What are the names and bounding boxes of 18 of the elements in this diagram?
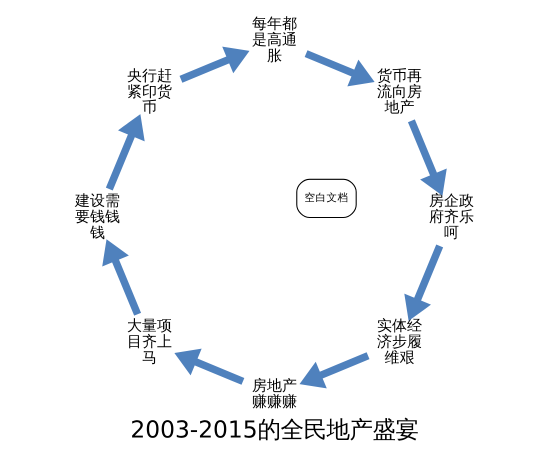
node-text: 建设需要钱钱钱 [75, 192, 120, 242]
arrow [304, 50, 375, 86]
node-text: 实体经济步履维艰 [377, 316, 422, 366]
arrow [300, 352, 370, 388]
node-text: 房地产赚赚赚 [252, 376, 297, 410]
label: 空白文档 [304, 192, 348, 204]
arrow [404, 244, 444, 321]
node-text: 大量项目齐上马 [126, 316, 172, 366]
node-text: 房企政府齐乐呵 [428, 192, 474, 242]
node-text: 货币再流向房地产 [377, 66, 422, 116]
arrow [408, 119, 447, 196]
arrow [106, 114, 145, 191]
diagram-title: 2003-2015的全民地产盛宴 [130, 416, 419, 444]
node-text: 每年都是高通胀 [252, 14, 297, 64]
node-text: 央行赶紧印货币 [126, 66, 172, 116]
arrow [174, 348, 244, 385]
arrow [102, 239, 142, 316]
arrow [180, 46, 250, 83]
